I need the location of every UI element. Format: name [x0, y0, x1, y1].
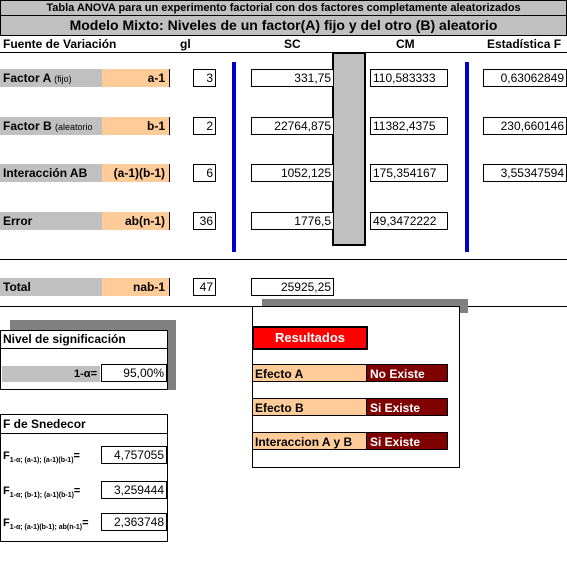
blue-divider-1 — [232, 62, 236, 252]
row-error-formula: ab(n-1) — [102, 212, 170, 230]
row-total-gl[interactable]: 47 — [193, 278, 216, 296]
row-factor-a-gl[interactable]: 3 — [193, 69, 216, 87]
row-factor-a-cm[interactable]: 110,583333 — [370, 69, 448, 87]
row-factor-b-gl[interactable]: 2 — [193, 117, 216, 135]
row-factor-b-f[interactable]: 230,660146 — [483, 117, 567, 135]
significance-label: 1-α= — [2, 366, 100, 382]
result-efecto-b-value: Si Existe — [366, 398, 448, 416]
significance-input[interactable]: 95,00% — [101, 364, 167, 382]
snedecor-label-1: F1-α; (a-1); (a-1)(b-1)= — [3, 450, 80, 465]
blue-divider-2 — [465, 62, 469, 252]
total-divider-top — [0, 259, 567, 260]
snedecor-value-2[interactable]: 3,259444 — [101, 481, 167, 499]
row-total-formula: nab-1 — [102, 278, 170, 296]
col-fuente: Fuente de Variación — [3, 37, 117, 51]
result-interaccion-value: Si Existe — [366, 432, 448, 450]
row-interaction-cm[interactable]: 175,354167 — [370, 164, 448, 182]
row-interaction-gl[interactable]: 6 — [193, 164, 216, 182]
snedecor-value-3[interactable]: 2,363748 — [101, 513, 167, 531]
significance-divider — [0, 348, 168, 349]
gray-column-block — [332, 52, 366, 246]
row-factor-a-formula: a-1 — [102, 69, 170, 87]
result-efecto-a-label: Efecto A — [252, 364, 368, 382]
row-interaction-formula: (a-1)(b-1) — [102, 164, 170, 182]
row-factor-b-formula: b-1 — [102, 117, 170, 135]
snedecor-value-1[interactable]: 4,757055 — [101, 446, 167, 464]
row-error-sc[interactable]: 1776,5 — [251, 212, 334, 230]
row-interaction-f[interactable]: 3,55347594 — [483, 164, 567, 182]
row-factor-b-sc[interactable]: 22764,875 — [251, 117, 334, 135]
row-factor-a-sc[interactable]: 331,75 — [251, 69, 334, 87]
significance-title: Nivel de significación — [3, 332, 126, 346]
row-interaction-sc[interactable]: 1052,125 — [251, 164, 334, 182]
snedecor-label-2: F1-α; (b-1); (a-1)(b-1)= — [3, 485, 81, 500]
result-efecto-a-value: No Existe — [366, 364, 448, 382]
results-button[interactable]: Resultados — [252, 326, 368, 350]
row-factor-b-cm[interactable]: 11382,4375 — [370, 117, 448, 135]
col-gl: gl — [180, 37, 191, 51]
row-factor-a-f[interactable]: 0,63062849 — [483, 69, 567, 87]
model-title: Modelo Mixto: Niveles de un factor(A) fi… — [0, 16, 567, 36]
col-cm: CM — [396, 37, 415, 51]
row-error-gl[interactable]: 36 — [193, 212, 216, 230]
snedecor-label-3: F1-α; (a-1)(b-1); ab(n-1)= — [3, 517, 89, 532]
row-error-cm[interactable]: 49,3472222 — [370, 212, 448, 230]
table-title: Tabla ANOVA para un experimento factoria… — [0, 0, 567, 16]
col-f: Estadística F — [487, 37, 562, 51]
col-sc: SC — [284, 37, 301, 51]
row-total-sc[interactable]: 25925,25 — [251, 278, 334, 296]
snedecor-divider — [0, 433, 168, 434]
result-efecto-b-label: Efecto B — [252, 398, 368, 416]
snedecor-title: F de Snedecor — [3, 417, 86, 431]
header-divider — [0, 52, 567, 53]
result-interaccion-label: Interaccion A y B — [252, 432, 368, 450]
